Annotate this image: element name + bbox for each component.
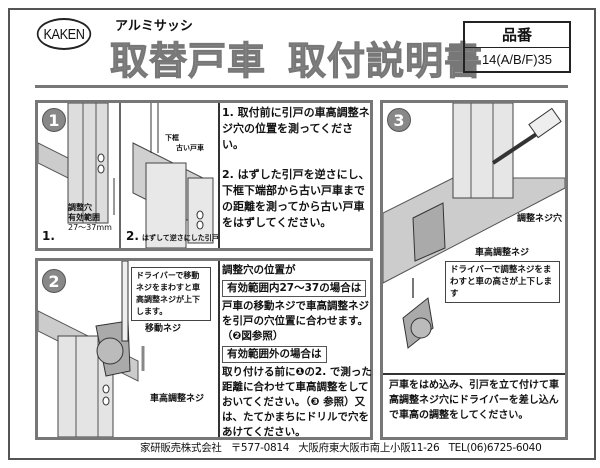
step3-note: ドライバーで調整ネジをまわすと車の高さが上下します bbox=[445, 261, 560, 303]
product-code: 14(A/B/F)35 bbox=[481, 52, 553, 67]
fig1-range-label: 有効範囲 bbox=[68, 213, 100, 222]
header-divider bbox=[35, 85, 568, 88]
step2-instructions: 調整穴の位置が 有効範囲内27～37の場合は 戸車の移動ネジで車高調整ネジを引戸… bbox=[222, 263, 372, 440]
step1-badge: 1 bbox=[42, 108, 66, 132]
kaken-logo: KAKEN bbox=[36, 18, 92, 50]
adjust-hole-label: 調整ネジ穴 bbox=[517, 214, 563, 224]
step3-text: 戸車をはめ込み、引戸を立て付けて車高調整ネジ穴にドライバーを差し込んで車高の調整… bbox=[389, 380, 559, 421]
step2-intro: 調整穴の位置が bbox=[222, 264, 296, 276]
step1-illustration bbox=[38, 103, 214, 248]
fig1-hole-label: 調整穴 bbox=[68, 203, 92, 212]
footer-contact: 家研販売株式会社 〒577-0814 大阪府東大阪市南上小阪11-26 TEL(… bbox=[140, 440, 542, 455]
case-in-range-label: 有効範囲内27～37の場合は bbox=[222, 280, 367, 297]
case-out-range-text: 取り付ける前に❶の2. で測った距離に合わせて車高調整をしておいてください。（❸… bbox=[222, 366, 372, 438]
step3-divider bbox=[383, 373, 565, 375]
step1-divider bbox=[218, 103, 220, 248]
address: 大阪府東大阪市南上小阪11-26 bbox=[298, 442, 440, 454]
step3-illustration bbox=[383, 103, 565, 349]
fig1-mm-label: 27～37mm bbox=[68, 223, 112, 232]
fig2-caption: はずして逆さにした引戸 bbox=[142, 234, 219, 242]
step2-panel: 2 ドライバーで移動ネジをまわすと車高調整ネジが上下します。 移動ネジ 車高調整… bbox=[35, 258, 373, 440]
step1-text-2: 2. はずした引戸を逆さにし、下框下端部から古い戸車までの距離を測ってから古い戸… bbox=[222, 168, 370, 229]
title-part-b: 取付説明書 bbox=[288, 39, 484, 84]
subtitle: アルミサッシ bbox=[115, 19, 193, 34]
case-in-range-text: 戸車の移動ネジで車高調整ネジを引戸の穴位置に合わせます。（❷図参照） bbox=[222, 300, 369, 342]
fig1-number: 1. bbox=[42, 229, 55, 243]
step3-panel: 3 調整ネジ穴 車高調整ネジ ドライバーで調整ネジをまわすと車の高さが上下します… bbox=[380, 100, 568, 440]
page-title: 取替戸車取付説明書 bbox=[109, 30, 484, 85]
step2-illustration bbox=[38, 261, 145, 437]
step1-instructions: 1. 取付前に引戸の車高調整ネジ穴の位置を測ってください。 2. はずした引戸を… bbox=[222, 105, 370, 231]
phone-number: TEL(06)6725-6040 bbox=[448, 442, 542, 454]
page-border bbox=[8, 8, 596, 460]
fig2-number: 2. bbox=[126, 229, 139, 243]
step1-text-1: 1. 取付前に引戸の車高調整ネジ穴の位置を測ってください。 bbox=[222, 106, 370, 151]
step2-badge: 2 bbox=[42, 269, 66, 293]
fig2-rail-label: 下框 bbox=[165, 134, 179, 142]
title-part-a: 取替戸車 bbox=[109, 39, 267, 84]
step3-badge: 3 bbox=[387, 108, 411, 132]
fig2-old-roller-label: 古い戸車 bbox=[176, 144, 204, 152]
move-screw-label: 移動ネジ bbox=[145, 324, 182, 334]
product-number-box: 品番 14(A/B/F)35 bbox=[463, 21, 571, 73]
step2-divider bbox=[218, 261, 220, 437]
fig1-notes: 調整穴 有効範囲 27～37mm bbox=[68, 203, 112, 233]
step3-height-screw-label: 車高調整ネジ bbox=[475, 248, 530, 258]
product-label: 品番 bbox=[465, 23, 569, 48]
case-out-range-label: 有効範囲外の場合は bbox=[222, 346, 327, 363]
company-name: 家研販売株式会社 bbox=[140, 442, 222, 454]
postal-code: 〒577-0814 bbox=[230, 442, 290, 454]
step1-panel: 1 調整穴 有効範囲 27～37mm 1. 2. はずして逆さにした引戸 下框 … bbox=[35, 100, 373, 251]
step2-note: ドライバーで移動ネジをまわすと車高調整ネジが上下します。 bbox=[131, 267, 211, 321]
height-screw-label: 車高調整ネジ bbox=[150, 394, 205, 404]
